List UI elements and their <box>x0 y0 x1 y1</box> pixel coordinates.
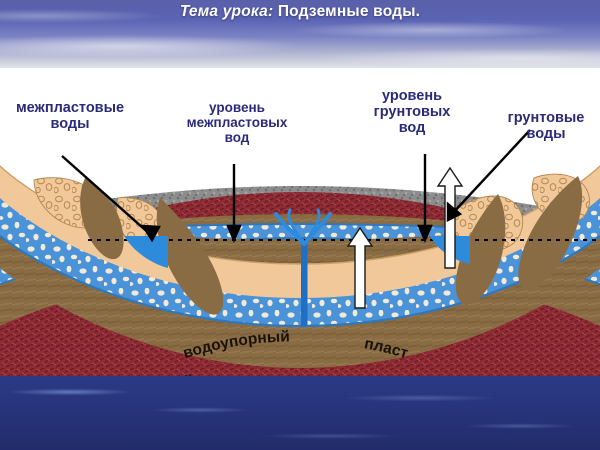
well-arrow-center <box>346 226 374 309</box>
label-interbed-level-line1: уровень <box>209 100 265 115</box>
sea-water <box>0 376 600 450</box>
label-ground-level-line2: грунтовых <box>373 104 451 121</box>
page-title: Тема урока: Подземные воды. <box>0 3 600 21</box>
pointer-arrows <box>61 129 531 244</box>
label-ground-water: грунтовые воды <box>494 110 598 142</box>
label-interbed-water: межпластовые воды <box>15 100 125 133</box>
label-ground-level: уровень грунтовых вод <box>357 88 467 137</box>
label-ground-level-line1: уровень <box>381 88 443 104</box>
sky-background <box>0 0 600 70</box>
label-interbed-level: уровень межпластовых вод <box>164 100 310 145</box>
title-rest: Подземные воды. <box>273 3 421 20</box>
label-ground-water-line1: грунтовые <box>507 110 585 126</box>
geology-cross-section: водоупорный пласт водоупорный пласт <box>0 68 600 378</box>
artesian-well-pipe <box>301 244 308 326</box>
label-ground-level-line3: вод <box>398 120 426 137</box>
title-prefix: Тема урока: <box>179 3 274 20</box>
label-interbed-level-line2: межпластовых <box>186 115 288 131</box>
label-interbed-level-line3: вод <box>224 130 250 146</box>
label-ground-water-line2: воды <box>526 126 566 143</box>
